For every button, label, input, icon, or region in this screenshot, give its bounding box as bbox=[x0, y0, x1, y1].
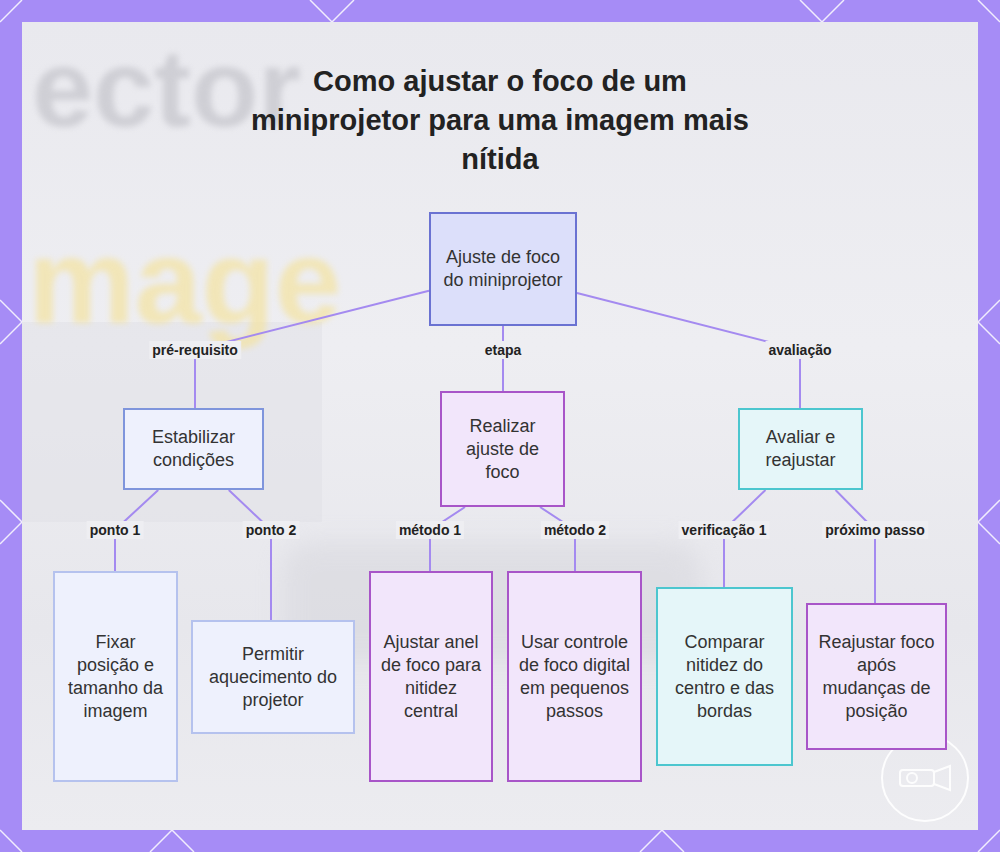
concept-box: Ajuste de foco do miniprojetor bbox=[429, 212, 577, 326]
concept-box: Usar controle de foco digital em pequeno… bbox=[507, 571, 642, 782]
edge-label: método 2 bbox=[541, 521, 609, 539]
connector-line bbox=[836, 490, 876, 603]
box-text: Reajustar foco após mudanças de posição bbox=[816, 631, 937, 723]
box-text: Realizar ajuste de foco bbox=[450, 415, 555, 484]
box-text: Ajuste de foco do miniprojetor bbox=[439, 246, 567, 292]
watermark: mage bbox=[28, 212, 341, 350]
connector-line bbox=[540, 507, 575, 571]
concept-box: Realizar ajuste de foco bbox=[440, 391, 565, 507]
edge-label: método 1 bbox=[396, 521, 464, 539]
edge-label: próximo passo bbox=[822, 521, 928, 539]
edge-label: pré-requisito bbox=[149, 341, 241, 359]
edge-label: verificação 1 bbox=[679, 521, 770, 539]
diagram-title: Como ajustar o foco de um miniprojetor p… bbox=[230, 62, 770, 179]
connector-line bbox=[430, 507, 465, 571]
concept-box: Avaliar e reajustar bbox=[738, 408, 863, 490]
box-text: Estabilizar condições bbox=[133, 426, 254, 472]
edge-label: avaliação bbox=[765, 341, 834, 359]
box-text: Usar controle de foco digital em pequeno… bbox=[517, 631, 632, 723]
concept-box: Comparar nitidez do centro e das bordas bbox=[656, 587, 793, 766]
box-text: Permitir aquecimento do projetor bbox=[201, 643, 345, 712]
edge-label: etapa bbox=[482, 341, 525, 359]
edge-label: ponto 2 bbox=[243, 521, 300, 539]
concept-box: Permitir aquecimento do projetor bbox=[191, 620, 355, 734]
concept-box: Fixar posição e tamanho da imagem bbox=[53, 571, 178, 782]
box-text: Fixar posição e tamanho da imagem bbox=[63, 631, 168, 723]
box-text: Avaliar e reajustar bbox=[748, 426, 853, 472]
concept-box: Estabilizar condições bbox=[123, 408, 264, 490]
concept-box: Ajustar anel de foco para nitidez centra… bbox=[369, 571, 493, 782]
box-text: Ajustar anel de foco para nitidez centra… bbox=[379, 631, 483, 723]
box-text: Comparar nitidez do centro e das bordas bbox=[666, 631, 783, 723]
edge-label: ponto 1 bbox=[87, 521, 144, 539]
connector-line bbox=[229, 490, 271, 620]
concept-box: Reajustar foco após mudanças de posição bbox=[806, 603, 947, 750]
